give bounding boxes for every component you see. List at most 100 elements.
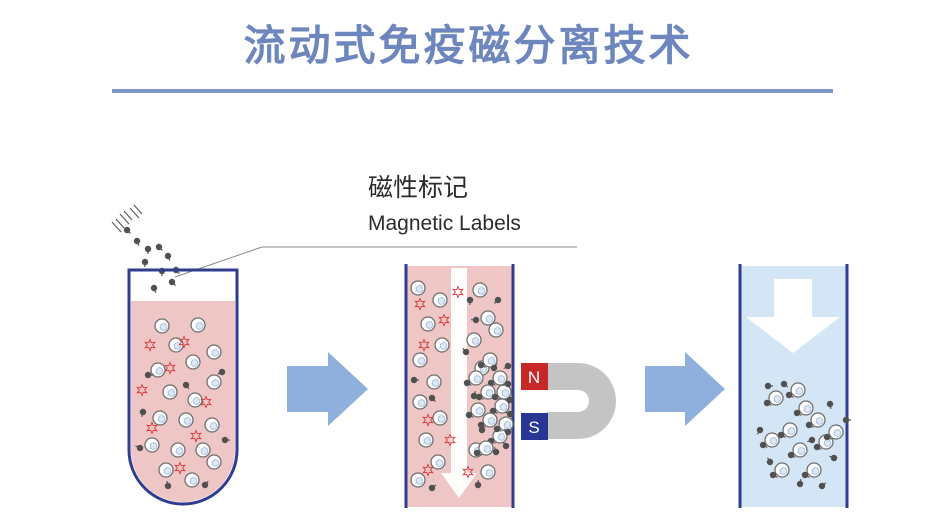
unlabeled-particle-icon	[178, 335, 190, 349]
magnetic-bead-icon	[462, 347, 470, 356]
magnetic-bead-icon	[493, 425, 502, 433]
cell-icon	[195, 442, 211, 458]
falling-labels	[111, 204, 180, 293]
magnetic-bead-icon	[478, 424, 486, 434]
magnetic-bead-icon	[144, 371, 153, 379]
output-channel	[738, 264, 852, 508]
tube-sample	[131, 301, 235, 502]
flow-channel	[404, 264, 515, 508]
captured-particles	[463, 352, 514, 457]
cell-icon	[158, 462, 174, 478]
magnetic-bead-icon	[769, 471, 778, 479]
magnetic-bead-icon	[123, 226, 131, 235]
magnetic-bead-icon	[135, 444, 144, 452]
cell-icon	[798, 400, 814, 416]
magnetic-bead-icon	[505, 410, 514, 418]
magnetic-bead-icon	[164, 252, 172, 261]
motion-streak	[129, 207, 140, 219]
magnetic-bead-icon	[470, 391, 478, 400]
unlabeled-particle-icon	[414, 297, 426, 311]
cell-icon	[480, 384, 496, 400]
magnetic-bead-icon	[133, 237, 141, 246]
magnetic-bead-icon	[502, 441, 510, 450]
cell-icon	[492, 370, 508, 386]
magnetic-bead-icon	[164, 480, 172, 490]
unlabeled-particle-icon	[200, 395, 212, 409]
process-arrow-1	[287, 352, 368, 426]
test-tube	[127, 268, 239, 506]
cell-icon	[150, 362, 166, 378]
unlabeled-particle-icon	[422, 463, 434, 477]
cell-icon	[206, 344, 222, 360]
magnetic-bead-icon	[813, 443, 822, 451]
magnetic-bead-icon	[428, 394, 436, 403]
magnetic-bead-icon	[763, 399, 772, 407]
label-callout	[174, 246, 577, 278]
magnetic-bead-icon	[826, 400, 834, 410]
cell-icon	[828, 424, 844, 440]
cell-icon	[498, 416, 514, 432]
magnetic-bead-icon	[470, 316, 480, 324]
cell-icon	[492, 428, 508, 444]
cell-icon	[470, 402, 486, 418]
cell-icon	[432, 410, 448, 426]
cell-icon	[178, 412, 194, 428]
cell-icon	[418, 432, 434, 448]
unlabeled-particle-icon	[136, 383, 148, 397]
magnetic-labels-label-en: Magnetic Labels	[368, 212, 521, 235]
cell-icon	[810, 412, 826, 428]
magnetic-bead-icon	[477, 361, 486, 369]
magnetic-bead-icon	[764, 382, 773, 390]
cell-icon	[480, 464, 496, 480]
unlabeled-particle-icon	[146, 421, 158, 435]
magnetic-bead-icon	[842, 416, 852, 424]
cell-icon	[187, 392, 203, 408]
magnetic-bead-icon	[796, 478, 804, 488]
magnetic-labels-label-cn: 磁性标记	[368, 173, 469, 202]
magnetic-bead-icon	[490, 363, 498, 372]
cell-icon	[468, 370, 484, 386]
magnetic-bead-icon	[141, 258, 149, 268]
cell-icon	[792, 442, 808, 458]
page-title: 流动式免疫磁分离技术	[243, 21, 694, 70]
south-pole	[521, 413, 548, 440]
motion-streak	[115, 218, 125, 229]
cell-icon	[204, 417, 220, 433]
magnetic-bead-icon	[777, 431, 786, 439]
north-pole	[521, 363, 548, 390]
cell-icon	[764, 432, 780, 448]
unlabeled-particle-icon	[164, 361, 176, 375]
cell-icon	[412, 394, 428, 410]
cell-icon	[782, 422, 798, 438]
magnetic-bead-icon	[217, 368, 226, 376]
cell-icon	[494, 398, 510, 414]
magnetic-bead-icon	[491, 393, 500, 401]
magnetic-bead-icon	[465, 411, 474, 419]
south-pole-label: S	[528, 418, 539, 437]
magnetic-bead-icon	[150, 284, 158, 293]
unlabeled-particle-icon	[144, 338, 156, 352]
magnetic-bead-icon	[493, 296, 502, 304]
magnetic-bead-icon	[756, 426, 764, 435]
flow-arrow	[441, 268, 477, 498]
magnetic-bead-icon	[780, 380, 789, 388]
cell-icon	[170, 442, 186, 458]
cell-icon	[480, 310, 496, 326]
cell-icon	[154, 318, 170, 334]
unlabeled-particle-icon	[444, 433, 456, 447]
magnetic-bead-icon	[766, 457, 774, 466]
cell-icon	[488, 322, 504, 338]
cell-icon	[206, 454, 222, 470]
cell-icon	[426, 374, 442, 390]
channel-particles	[410, 280, 504, 492]
cell-icon	[432, 292, 448, 308]
cell-icon	[482, 352, 498, 368]
cell-icon	[790, 382, 806, 398]
cell-icon	[206, 374, 222, 390]
cell-icon	[774, 462, 790, 478]
magnetic-bead-icon	[144, 245, 152, 255]
cell-icon	[482, 412, 498, 428]
cell-icon	[410, 280, 426, 296]
magnetic-bead-icon	[473, 449, 482, 457]
magnetic-bead-icon	[504, 396, 514, 404]
